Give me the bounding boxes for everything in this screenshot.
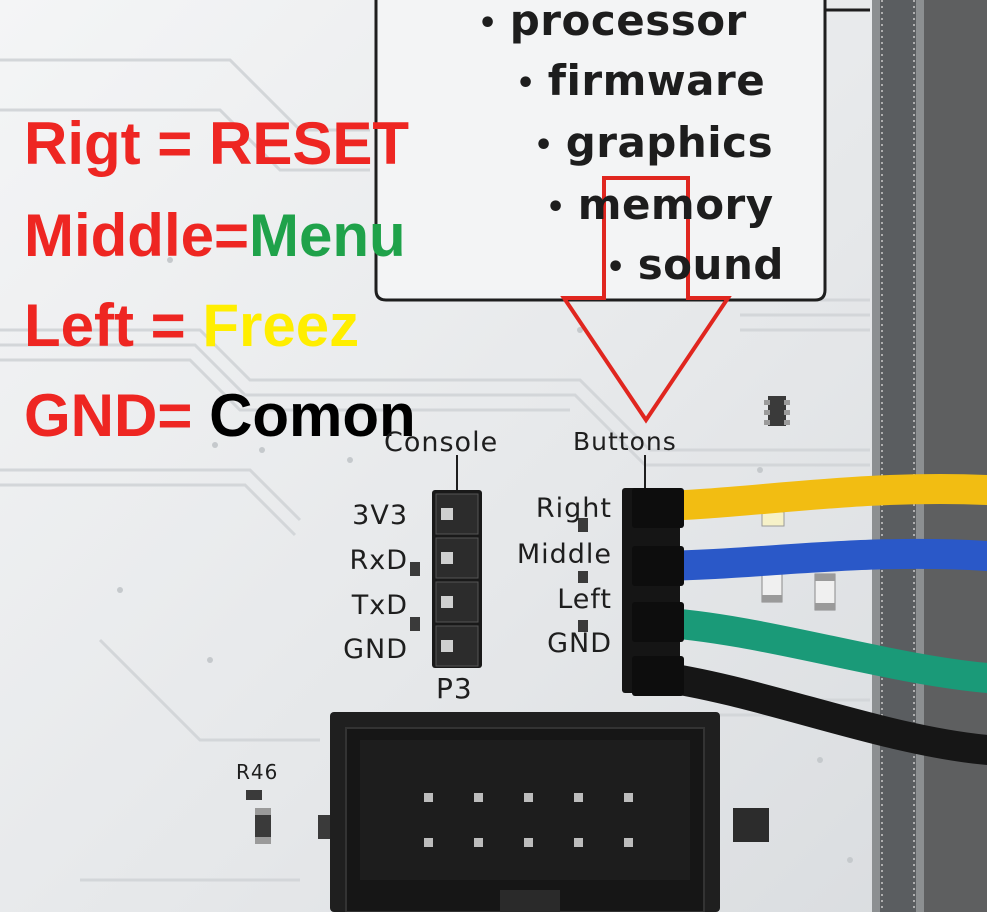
console-pin-rxd: RxD (349, 545, 408, 576)
wire-green (640, 607, 987, 693)
wires (640, 473, 987, 765)
console-pin-3v3: 3V3 (352, 500, 408, 531)
annotation-value-reset: RESET (209, 110, 410, 177)
red-arrow-annotation (560, 176, 732, 424)
feature-item-processor: •processor (478, 0, 747, 45)
wire-yellow (640, 473, 987, 521)
buttons-pin-left: Left (557, 584, 612, 615)
buttons-pin-middle: Middle (516, 539, 612, 570)
connector-housings (632, 488, 684, 696)
feature-item-sound: •sound (606, 240, 784, 289)
annotation-line-right: Rigt = RESET (24, 110, 410, 177)
annotation-line-gnd: GND= Comon (24, 382, 416, 449)
annotation-line-middle: Middle=Menu (24, 202, 406, 269)
annotation-value-menu: Menu (249, 202, 406, 269)
console-pin-gnd: GND (343, 634, 408, 665)
console-designator: P3 (436, 672, 473, 705)
console-header-p3 (432, 490, 482, 668)
buttons-pin-right: Right (535, 493, 612, 524)
resistor-label-r46: R46 (236, 760, 279, 784)
feature-item-graphics: •graphics (534, 118, 774, 167)
wire-black (640, 661, 987, 765)
wire-blue (640, 538, 987, 581)
smd-array (764, 396, 790, 426)
annotation-value-freez: Freez (202, 292, 360, 359)
console-pin-txd: TxD (351, 590, 408, 621)
console-header-title: Console (384, 427, 499, 458)
annotation-value-comon: Comon (209, 382, 416, 449)
pcb-traces (0, 58, 870, 882)
buttons-pin-gnd: GND (547, 628, 612, 659)
edge-connector-teeth (881, 0, 915, 912)
annotation-line-left: Left = Freez (24, 292, 360, 359)
small-smd-pads (410, 518, 588, 632)
feature-item-memory: •memory (546, 180, 774, 229)
box-header-connector (330, 712, 720, 912)
buttons-header-title: Buttons (573, 427, 677, 456)
feature-item-firmware: •firmware (516, 56, 766, 105)
